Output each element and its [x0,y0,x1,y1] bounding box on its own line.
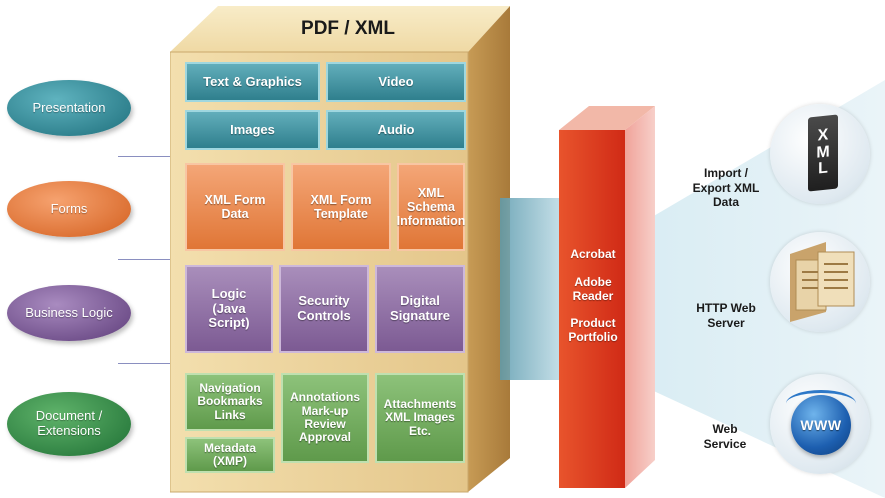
box-xml-form-template: XML Form Template [291,163,391,251]
box-images: Images [185,110,320,150]
product-labels: Acrobat Adobe Reader Product Portfolio [560,247,626,345]
box-audio: Audio [326,110,466,150]
layer-forms: Forms [7,181,131,237]
layer-business-logic: Business Logic [7,285,131,341]
diagram-title: PDF / XML [301,18,395,39]
service-import-export-label: Import / Export XML Data [692,166,760,210]
box-text-graphics: Text & Graphics [185,62,320,102]
box-video: Video [326,62,466,102]
box-digital-signature: Digital Signature [375,265,465,353]
globe-text: WWW [800,417,842,433]
service-web-service-label: Web Service [703,422,747,451]
xml-letter-l: L [818,159,828,178]
layer-document-extensions-label: Document / Extensions [35,408,103,438]
xml-document-icon: X M L [808,114,838,192]
globe-arrow-icon [786,390,856,417]
box-security-controls: Security Controls [279,265,369,353]
product-pillar [559,106,655,488]
service-http-label: HTTP Web Server [696,301,756,330]
layer-presentation: Presentation [7,80,131,136]
box-annotations: Annotations Mark-up Review Approval [281,373,369,463]
product-adobe-reader: Adobe Reader [572,274,614,303]
server-documents-icon [790,242,855,322]
box-xml-form-data: XML Form Data [185,163,285,251]
product-acrobat: Acrobat [570,247,616,261]
product-portfolio: Product Portfolio [568,316,618,345]
box-navigation-bookmarks-links: Navigation Bookmarks Links [185,373,275,431]
box-logic-javascript: Logic (Java Script) [185,265,273,353]
box-xml-schema-information: XML Schema Information [397,163,465,251]
box-attachments: Attachments XML Images Etc. [375,373,465,463]
xml-letter-x: X [817,126,829,145]
box-metadata-xmp: Metadata (XMP) [185,437,275,473]
layer-document-extensions: Document / Extensions [7,392,131,456]
